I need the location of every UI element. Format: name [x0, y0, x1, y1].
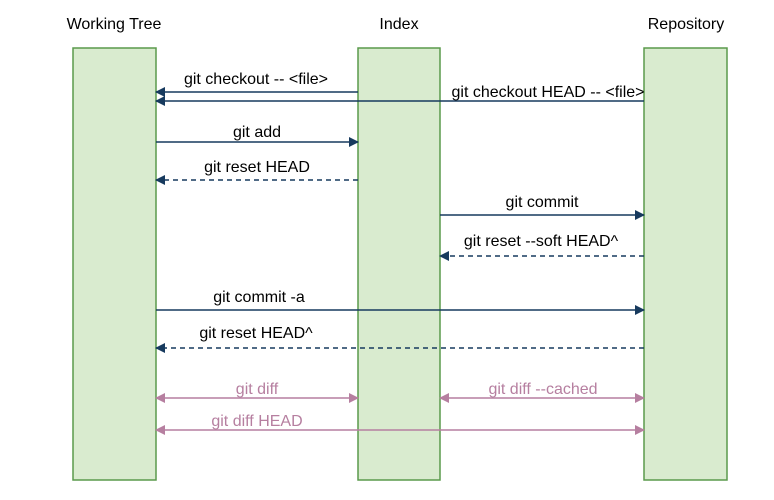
working-tree-title: Working Tree — [67, 16, 162, 33]
reset-soft-arrow-group: git reset --soft HEAD^ — [439, 233, 644, 261]
commit-arrow-group: git commit — [440, 194, 645, 220]
checkout-head-file-label: git checkout HEAD -- <file> — [452, 84, 645, 101]
diff-cached-label: git diff --cached — [488, 381, 597, 398]
commit-label: git commit — [506, 194, 579, 211]
repository-column — [643, 47, 728, 481]
diff-head-label: git diff HEAD — [211, 413, 302, 430]
reset-head-caret-arrow-group: git reset HEAD^ — [155, 325, 644, 353]
diff-label: git diff — [236, 381, 279, 398]
add-arrow-group: git add — [156, 124, 359, 147]
reset-head-caret-label: git reset HEAD^ — [199, 325, 313, 342]
diff-head-arrow-group: git diff HEAD — [155, 413, 645, 435]
index-title: Index — [379, 16, 418, 33]
reset-head-arrow-group: git reset HEAD — [155, 159, 358, 185]
diff-cached-arrow-group: git diff --cached — [439, 381, 645, 403]
index-column — [357, 47, 441, 481]
checkout-file-label: git checkout -- <file> — [184, 71, 328, 88]
commit-a-label: git commit -a — [213, 289, 305, 306]
reset-soft-label: git reset --soft HEAD^ — [464, 233, 619, 250]
reset-head-label: git reset HEAD — [204, 159, 310, 176]
repository-title: Repository — [648, 16, 724, 33]
commit-a-arrow-group: git commit -a — [156, 289, 645, 315]
working-tree-column — [72, 47, 157, 481]
checkout-head-file-arrow-group: git checkout HEAD -- <file> — [155, 84, 645, 106]
checkout-file-arrow-group: git checkout -- <file> — [155, 71, 358, 97]
diff-arrow-group: git diff — [155, 381, 359, 403]
add-label: git add — [233, 124, 281, 141]
